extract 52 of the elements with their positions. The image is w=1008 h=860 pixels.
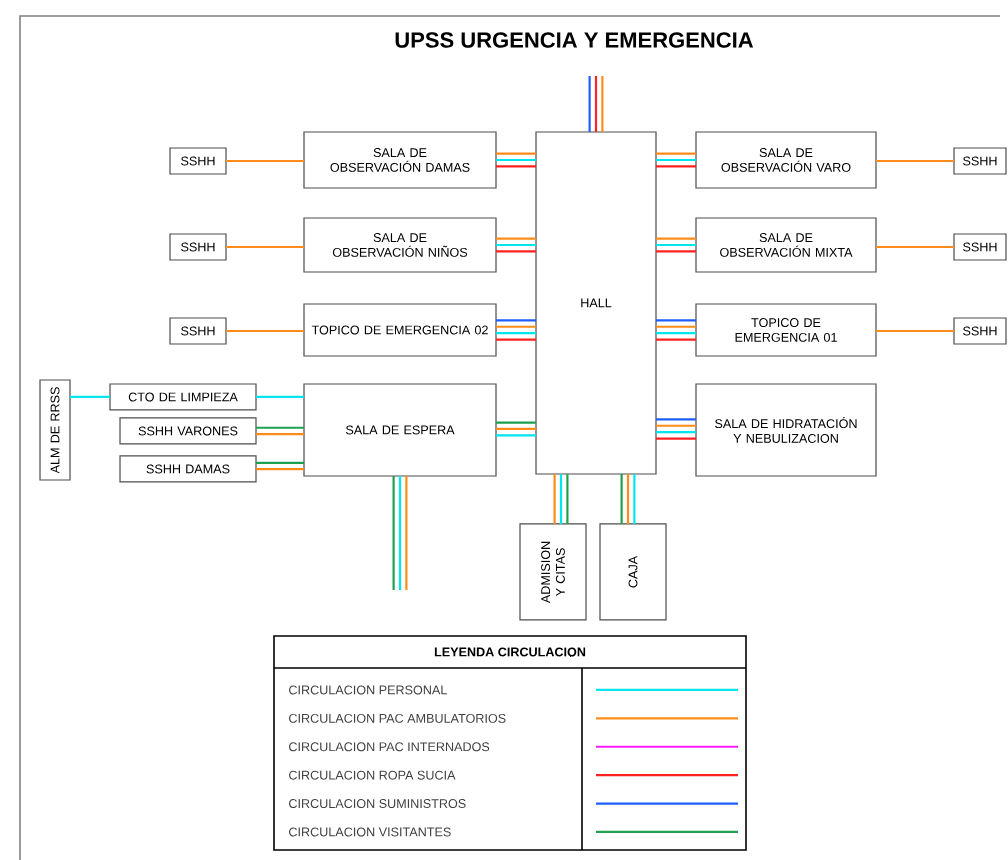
circulation-line bbox=[876, 159, 954, 163]
circulation-line bbox=[553, 474, 556, 524]
circulation-line bbox=[656, 338, 696, 341]
circulation-line bbox=[656, 165, 696, 168]
circulation-line bbox=[226, 245, 304, 249]
circulation-line bbox=[876, 329, 954, 333]
circulation-line bbox=[70, 395, 110, 399]
circulation-line bbox=[656, 325, 696, 328]
circulation-line bbox=[496, 158, 536, 162]
circulation-line bbox=[496, 338, 536, 341]
circulation-line bbox=[256, 461, 304, 464]
circulation-line bbox=[226, 159, 304, 163]
circulation-line bbox=[226, 329, 304, 333]
circulation-line bbox=[398, 476, 402, 590]
circulation-line bbox=[392, 476, 395, 590]
title: UPSS URGENCIA Y EMERGENCIA bbox=[395, 32, 754, 48]
circulation-line bbox=[566, 474, 569, 524]
circulation-line bbox=[496, 243, 536, 247]
circulation-line bbox=[496, 434, 536, 437]
circulation-line bbox=[256, 395, 304, 399]
circulation-line bbox=[594, 76, 598, 132]
circulation-line bbox=[656, 418, 696, 421]
circulation-line bbox=[496, 250, 536, 253]
circulation-line bbox=[496, 427, 536, 431]
circulation-line bbox=[496, 152, 536, 155]
circulation-line bbox=[656, 158, 696, 162]
circulation-line bbox=[656, 332, 696, 335]
circulation-line bbox=[633, 474, 636, 524]
circulation-line bbox=[588, 76, 591, 132]
circulation-line bbox=[496, 325, 536, 328]
circulation-line bbox=[256, 468, 304, 471]
circulation-line bbox=[256, 426, 304, 429]
circulation-line bbox=[656, 152, 696, 155]
circulation-line bbox=[656, 237, 696, 240]
circulation-line bbox=[656, 437, 696, 440]
circulation-line bbox=[496, 319, 536, 322]
circulation-line bbox=[620, 474, 623, 524]
circulation-line bbox=[656, 431, 696, 434]
circulation-line bbox=[656, 250, 696, 253]
circulation-line bbox=[496, 237, 536, 240]
circulation-line bbox=[601, 76, 604, 132]
circulation-line bbox=[496, 332, 536, 335]
circulation-line bbox=[405, 476, 408, 590]
circulation-line bbox=[656, 243, 696, 247]
circulation-line bbox=[626, 474, 630, 524]
circulation-line bbox=[876, 245, 954, 249]
circulation-line bbox=[656, 424, 696, 427]
circulation-line bbox=[559, 474, 563, 524]
circulation-line bbox=[496, 421, 536, 424]
circulation-line bbox=[256, 433, 304, 436]
circulation-line bbox=[496, 165, 536, 168]
circulation-line bbox=[656, 319, 696, 322]
